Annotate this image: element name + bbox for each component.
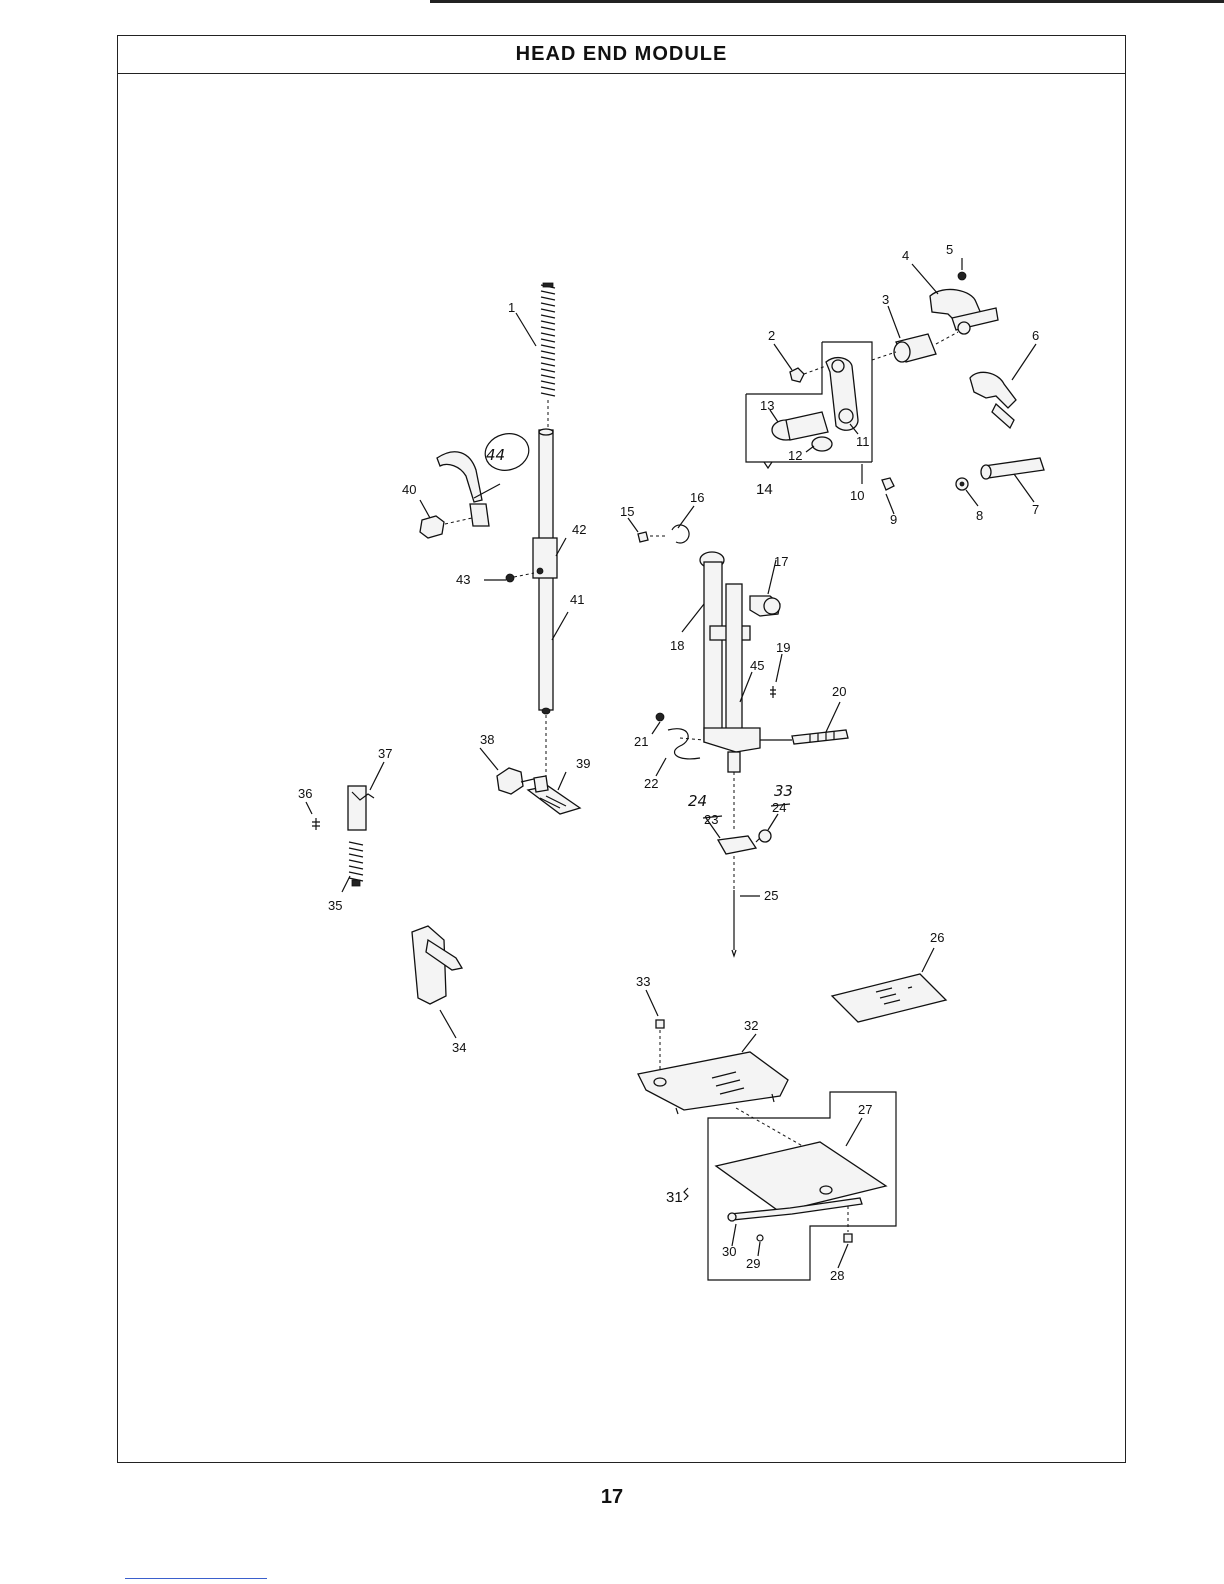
part-41-presser-bar [533, 429, 557, 714]
callout-36: 36 [298, 786, 312, 801]
part-15-screw [638, 532, 668, 542]
part-28-screw [844, 1206, 852, 1242]
part-34-bracket [412, 926, 462, 1004]
callout-43: 43 [456, 572, 470, 587]
callout-28: 28 [830, 1268, 844, 1283]
part-35-spring [349, 842, 363, 886]
part-7-shaft [981, 458, 1044, 479]
part-5-screw [958, 272, 966, 280]
callout-41: 41 [570, 592, 584, 607]
part-40-knob [420, 516, 472, 538]
callout-45: 45 [750, 658, 764, 673]
part-44-lever [437, 452, 489, 526]
callout-29: 29 [746, 1256, 760, 1271]
part-39-presser-foot [528, 776, 580, 814]
callout-10: 10 [850, 488, 864, 503]
callout-42: 42 [572, 522, 586, 537]
leader-32-27 [736, 1108, 806, 1148]
callout-3: 3 [882, 292, 889, 307]
callout-11: 11 [856, 434, 870, 449]
bottom-link-underline [125, 1578, 267, 1579]
callout-2: 2 [768, 328, 775, 343]
callout-13: 13 [760, 398, 774, 413]
callout-24-handwritten: 33 [774, 782, 793, 800]
part-4-crank-arm [930, 289, 998, 344]
callout-17: 17 [774, 554, 788, 569]
page-number: 17 [0, 1486, 1224, 1509]
part-2-screw [790, 366, 826, 382]
callout-21: 21 [634, 734, 648, 749]
part-8-nut [956, 478, 968, 490]
callout-7: 7 [1032, 502, 1039, 517]
callout-6: 6 [1032, 328, 1039, 343]
part-11-link [826, 358, 858, 431]
callout-12: 12 [788, 448, 802, 463]
callout-39: 39 [576, 756, 590, 771]
callout-23-handwritten: 24 [688, 792, 707, 810]
callout-37: 37 [378, 746, 392, 761]
part-36-screw [312, 818, 320, 830]
callout-15: 15 [620, 504, 634, 519]
part-37-bracket [348, 786, 374, 830]
callout-26: 26 [930, 930, 944, 945]
part-22-thread-guide [656, 713, 704, 759]
callout-34: 34 [452, 1040, 466, 1055]
callout-23: 23 [704, 812, 718, 827]
callout-38: 38 [480, 732, 494, 747]
part-1-spring [541, 283, 555, 396]
callout-22: 22 [644, 776, 658, 791]
part-20-spring [760, 730, 848, 744]
callout-25: 25 [764, 888, 778, 903]
callout-19: 19 [776, 640, 790, 655]
callout-27: 27 [858, 1102, 872, 1117]
callout-labels: 1 2 3 4 5 6 7 8 9 10 11 12 13 14 15 16 1… [298, 242, 1039, 1283]
callout-leaders [306, 258, 1036, 1268]
callout-9: 9 [890, 512, 897, 527]
part-43-screw [506, 573, 534, 582]
part-13-bushing [772, 412, 828, 440]
callout-30: 30 [722, 1244, 736, 1259]
callout-33: 33 [636, 974, 650, 989]
callout-4: 4 [902, 248, 909, 263]
callout-35: 35 [328, 898, 342, 913]
part-16-clip [672, 525, 689, 543]
part-25-needle [732, 890, 736, 956]
callout-24: 24 [772, 800, 786, 815]
exploded-parts-diagram: 1 2 3 4 5 6 7 8 9 10 11 12 13 14 15 16 1… [0, 0, 1224, 1470]
callout-44: 44 [486, 446, 505, 464]
callout-8: 8 [976, 508, 983, 523]
callout-31: 31 [666, 1189, 683, 1206]
part-19-screw [770, 686, 776, 698]
part-23-needle-clamp [718, 830, 771, 854]
callout-5: 5 [946, 242, 953, 257]
part-29-ball [757, 1235, 763, 1241]
callout-40: 40 [402, 482, 416, 497]
callout-1: 1 [508, 300, 515, 315]
callout-16: 16 [690, 490, 704, 505]
part-33-screw [656, 1020, 664, 1076]
part-17-pin [750, 596, 780, 616]
part-6-lever [970, 372, 1016, 428]
callout-14: 14 [756, 481, 773, 498]
part-9-screw [882, 478, 894, 490]
callout-18: 18 [670, 638, 684, 653]
part-12-bushing [812, 437, 832, 451]
part-26-slide-plate [832, 974, 946, 1022]
part-3-crank [872, 334, 936, 362]
callout-32: 32 [744, 1018, 758, 1033]
callout-20: 20 [832, 684, 846, 699]
